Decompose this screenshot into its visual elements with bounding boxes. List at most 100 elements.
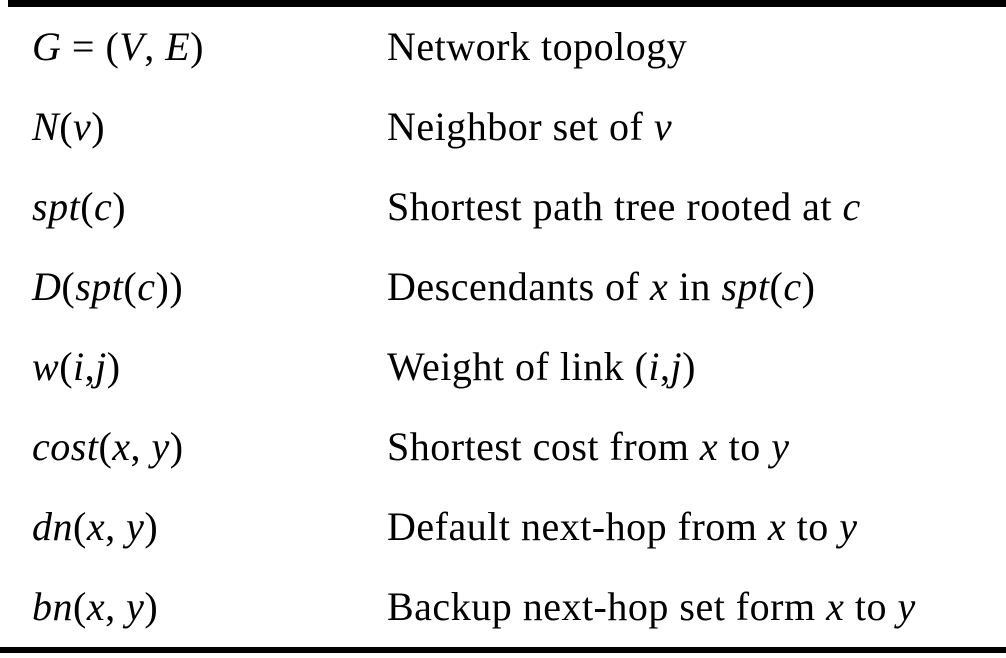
notation-segment: ( xyxy=(98,424,113,469)
notation-segment: ( xyxy=(73,584,87,629)
description-segment: to xyxy=(718,424,772,469)
notation-segment: ) xyxy=(106,344,121,389)
notation-segment: ) xyxy=(190,24,204,69)
notation-segment: x xyxy=(86,584,106,629)
notation-segment: y xyxy=(151,424,170,469)
description-segment: Backup next-hop set form xyxy=(387,584,827,629)
notation-segment: dn xyxy=(32,504,73,549)
notation-segment: ( xyxy=(61,264,76,309)
description-segment: to xyxy=(844,584,898,629)
notation-segment: V xyxy=(119,24,145,69)
description-segment: in xyxy=(668,264,722,309)
description-segment: x xyxy=(649,264,669,309)
table-row: bn(x, y)Backup next-hop set form x to y xyxy=(0,567,1006,647)
description-segment: , xyxy=(660,344,671,389)
description-segment: Descendants of xyxy=(387,264,650,309)
notation-segment: , xyxy=(84,344,96,389)
description-cell: Neighbor set of v xyxy=(387,107,1006,147)
notation-segment: ) xyxy=(169,424,184,469)
notation-segment: ( xyxy=(80,184,95,229)
notation-cell: cost(x, y) xyxy=(0,427,387,467)
description-segment: v xyxy=(653,104,673,149)
notation-cell: G = (V, E) xyxy=(0,27,387,67)
notation-segment: N xyxy=(32,104,60,149)
notation-segment: = ( xyxy=(61,24,120,69)
notation-cell: spt(c) xyxy=(0,187,387,227)
notation-segment: ) xyxy=(91,104,106,149)
notation-segment: x xyxy=(86,504,106,549)
notation-segment: D xyxy=(32,264,62,309)
description-cell: Shortest path tree rooted at c xyxy=(387,187,1006,227)
notation-segment: c xyxy=(137,264,156,309)
notation-segment: cost xyxy=(32,424,99,469)
description-segment: x xyxy=(826,584,845,629)
notation-segment: w xyxy=(32,344,60,389)
notation-segment: spt xyxy=(75,264,124,309)
table-row: w(i,j)Weight of link (i,j) xyxy=(0,327,1006,407)
description-segment: y xyxy=(771,424,790,469)
description-segment: c xyxy=(783,264,802,309)
top-rule xyxy=(8,0,1006,7)
notation-segment: ) xyxy=(112,184,127,229)
notation-segment: x xyxy=(112,424,131,469)
description-segment: y xyxy=(839,504,858,549)
notation-segment: spt xyxy=(32,184,81,229)
notation-segment: ( xyxy=(123,264,138,309)
notation-segment: y xyxy=(126,584,145,629)
description-cell: Default next-hop from x to y xyxy=(387,507,1006,547)
table-row: dn(x, y)Default next-hop from x to y xyxy=(0,487,1006,567)
table-row: D(spt(c))Descendants of x in spt(c) xyxy=(0,247,1006,327)
description-segment: ( xyxy=(769,264,784,309)
notation-segment: G xyxy=(32,24,62,69)
notation-segment: , xyxy=(105,584,127,629)
notation-segment: ( xyxy=(59,344,74,389)
description-segment: Weight of link ( xyxy=(387,344,649,389)
description-segment: c xyxy=(842,184,861,229)
description-segment: Shortest cost from xyxy=(387,424,700,469)
notation-cell: D(spt(c)) xyxy=(0,267,387,307)
bottom-rule xyxy=(0,647,1006,653)
notation-segment: j xyxy=(95,344,107,389)
notation-segment: )) xyxy=(155,264,184,309)
notation-cell: N(v) xyxy=(0,107,387,147)
description-segment: j xyxy=(670,344,683,389)
notation-segment: y xyxy=(126,504,145,549)
description-segment: Network topology xyxy=(387,24,688,69)
description-cell: Weight of link (i,j) xyxy=(387,347,1006,387)
notation-segment: ) xyxy=(144,504,159,549)
notation-segment: , xyxy=(105,504,127,549)
description-segment: x xyxy=(767,504,787,549)
description-segment: to xyxy=(786,504,840,549)
table-row: cost(x, y)Shortest cost from x to y xyxy=(0,407,1006,487)
description-cell: Shortest cost from x to y xyxy=(387,427,1006,467)
table-row: N(v)Neighbor set of v xyxy=(0,87,1006,167)
table-row: G = (V, E)Network topology xyxy=(0,7,1006,87)
notation-segment: ( xyxy=(73,504,87,549)
description-segment: Shortest path tree rooted at xyxy=(387,184,843,229)
notation-segment: , xyxy=(144,24,166,69)
description-cell: Network topology xyxy=(387,27,1006,67)
description-segment: spt xyxy=(721,264,770,309)
notation-segment: bn xyxy=(32,584,73,629)
description-segment: i xyxy=(648,344,661,389)
description-segment: ) xyxy=(801,264,816,309)
notation-segment: i xyxy=(73,344,85,389)
notation-cell: bn(x, y) xyxy=(0,587,387,627)
notation-segment: c xyxy=(94,184,113,229)
notation-cell: dn(x, y) xyxy=(0,507,387,547)
notation-cell: w(i,j) xyxy=(0,347,387,387)
description-segment: Neighbor set of xyxy=(387,104,654,149)
notation-segment: E xyxy=(165,24,191,69)
description-segment: y xyxy=(897,584,916,629)
table-row: spt(c)Shortest path tree rooted at c xyxy=(0,167,1006,247)
description-segment: x xyxy=(699,424,719,469)
description-cell: Backup next-hop set form x to y xyxy=(387,587,1006,627)
description-segment: Default next-hop from xyxy=(387,504,768,549)
notation-segment: v xyxy=(73,104,92,149)
notation-segment: ) xyxy=(144,584,159,629)
description-cell: Descendants of x in spt(c) xyxy=(387,267,1006,307)
notation-segment: , xyxy=(130,424,152,469)
notation-segment: ( xyxy=(59,104,74,149)
